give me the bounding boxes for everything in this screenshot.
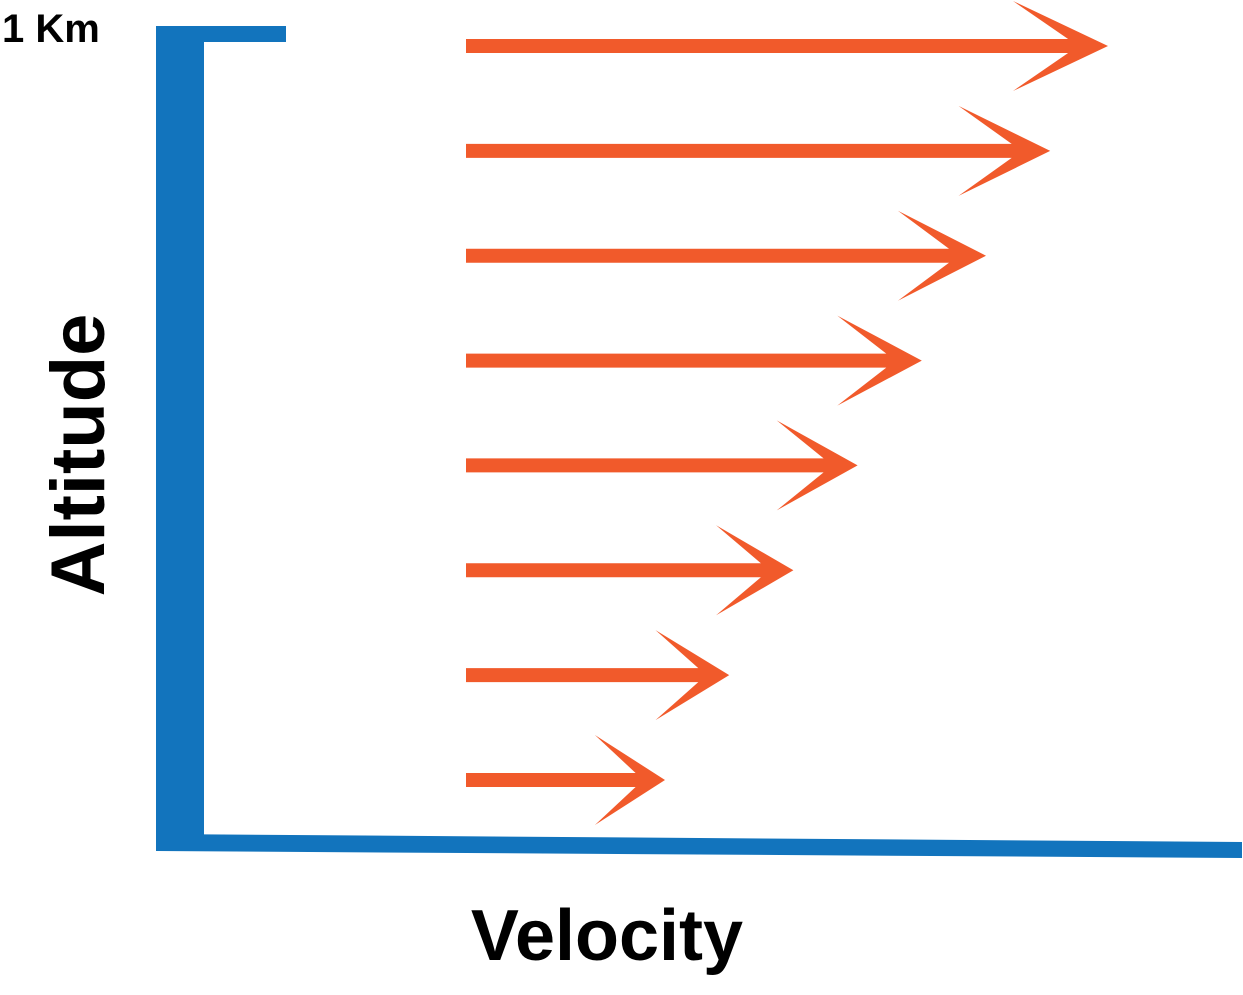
y-axis-label: Altitude — [36, 314, 121, 597]
velocity-arrow-6 — [466, 210, 986, 301]
x-axis-label: Velocity — [471, 896, 743, 976]
velocity-arrow-3 — [466, 525, 794, 616]
velocity-arrow-2 — [466, 630, 730, 721]
x-axis-line — [156, 834, 1242, 858]
y-axis-line — [156, 26, 204, 850]
velocity-arrows — [466, 1, 1108, 825]
velocity-arrow-7 — [466, 105, 1051, 196]
velocity-arrow-1 — [466, 735, 665, 825]
velocity-arrow-8 — [466, 1, 1108, 91]
velocity-arrow-5 — [466, 315, 922, 406]
axes — [156, 26, 1242, 858]
velocity-arrow-4 — [466, 420, 858, 511]
top-altitude-label: 1 Km — [2, 7, 100, 51]
